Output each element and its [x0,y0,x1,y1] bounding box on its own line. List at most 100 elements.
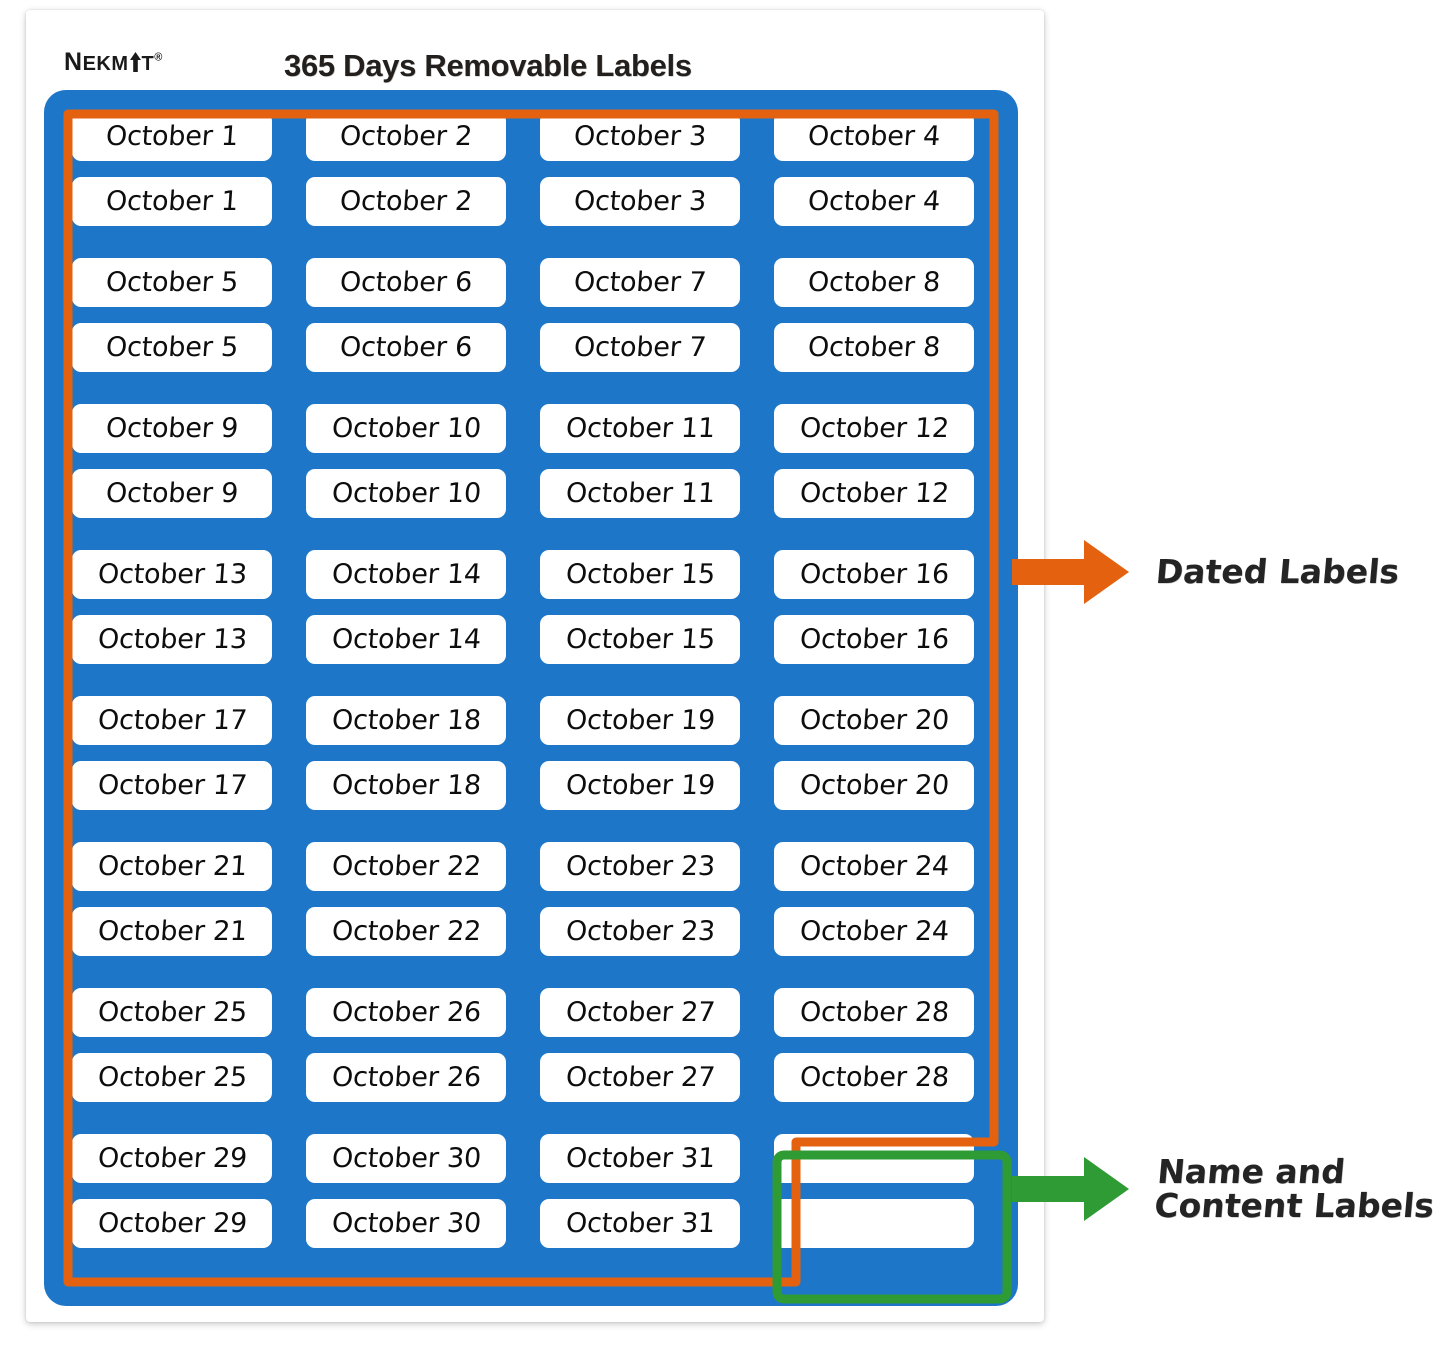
annotation-name-content-labels: Name and Content Labels [1012,1152,1438,1225]
date-label[interactable]: October 25 [72,1053,272,1102]
date-label[interactable]: October 18 [306,761,506,810]
date-label[interactable]: October 30 [306,1199,506,1248]
date-label[interactable]: October 3 [540,112,740,161]
label-text: October 30 [330,1208,482,1239]
date-label[interactable]: October 5 [72,258,272,307]
date-label[interactable]: October 7 [540,258,740,307]
date-label[interactable]: October 15 [540,615,740,664]
date-label[interactable]: October 11 [540,404,740,453]
date-label[interactable]: October 23 [540,842,740,891]
date-label[interactable]: October 7 [540,323,740,372]
label-row: October 5 October 6 October 7 October 8 [72,258,992,307]
date-label[interactable]: October 20 [774,761,974,810]
blank-label[interactable] [774,1134,974,1183]
date-label[interactable]: October 28 [774,1053,974,1102]
date-label[interactable]: October 28 [774,988,974,1037]
blank-label[interactable] [774,1199,974,1248]
label-text: October 16 [798,624,950,655]
label-text: October 15 [564,559,716,590]
date-label[interactable]: October 26 [306,1053,506,1102]
label-row: October 21 October 22 October 23 October 24 [72,842,992,891]
label-text: October 19 [564,705,716,736]
date-label[interactable]: October 21 [72,907,272,956]
date-label[interactable]: October 26 [306,988,506,1037]
date-label[interactable]: October 27 [540,988,740,1037]
label-block: October 21 October 22 October 23 October 24… [72,842,992,956]
date-label[interactable]: October 9 [72,404,272,453]
label-text: October 10 [330,413,482,444]
date-label[interactable]: October 11 [540,469,740,518]
label-text: October 31 [564,1208,716,1239]
date-label[interactable]: October 12 [774,404,974,453]
date-label[interactable]: October 23 [540,907,740,956]
label-text: October 27 [564,1062,716,1093]
label-row: October 9 October 10 October 11 October 12 [72,469,992,518]
date-label[interactable]: October 17 [72,761,272,810]
date-label[interactable]: October 29 [72,1134,272,1183]
date-label[interactable]: October 21 [72,842,272,891]
date-label[interactable]: October 13 [72,615,272,664]
date-label[interactable]: October 9 [72,469,272,518]
label-text: October 26 [330,997,482,1028]
date-label[interactable]: October 2 [306,112,506,161]
date-label[interactable]: October 4 [774,177,974,226]
date-label[interactable]: October 8 [774,323,974,372]
right-arrow-icon [1012,540,1129,604]
date-label[interactable]: October 10 [306,469,506,518]
date-label[interactable]: October 19 [540,696,740,745]
label-text: October 20 [798,770,950,801]
date-label[interactable]: October 30 [306,1134,506,1183]
date-label[interactable]: October 10 [306,404,506,453]
date-label[interactable]: October 24 [774,907,974,956]
label-row: October 29 October 30 October 31 [72,1134,992,1183]
label-text: October 18 [330,770,482,801]
date-label[interactable]: October 8 [774,258,974,307]
date-label[interactable]: October 24 [774,842,974,891]
date-label[interactable]: October 31 [540,1134,740,1183]
label-text: October 26 [330,1062,482,1093]
date-label[interactable]: October 5 [72,323,272,372]
page-title: 365 Days Removable Labels [284,48,692,83]
label-text: October 22 [330,916,482,947]
date-label[interactable]: October 22 [306,907,506,956]
date-label[interactable]: October 29 [72,1199,272,1248]
date-label[interactable]: October 22 [306,842,506,891]
label-row: October 25 October 26 October 27 October 28 [72,1053,992,1102]
date-label[interactable]: October 17 [72,696,272,745]
label-row: October 1 October 2 October 3 October 4 [72,177,992,226]
date-label[interactable]: October 3 [540,177,740,226]
date-label[interactable]: October 31 [540,1199,740,1248]
label-text: October 22 [330,851,482,882]
date-label[interactable]: October 16 [774,550,974,599]
date-label[interactable]: October 19 [540,761,740,810]
date-label[interactable]: October 1 [72,112,272,161]
annotation-dated-labels-line1: Dated Labels [1154,552,1401,592]
date-label[interactable]: October 6 [306,258,506,307]
label-text: October 3 [572,121,708,152]
date-label[interactable]: October 20 [774,696,974,745]
label-text: October 13 [96,559,248,590]
date-label[interactable]: October 4 [774,112,974,161]
date-label[interactable]: October 27 [540,1053,740,1102]
date-label[interactable]: October 18 [306,696,506,745]
date-label[interactable]: October 16 [774,615,974,664]
annotation-name-content-labels-text: Name and Content Labels [1153,1152,1438,1225]
date-label[interactable]: October 14 [306,615,506,664]
date-label[interactable]: October 25 [72,988,272,1037]
date-label[interactable]: October 14 [306,550,506,599]
date-label[interactable]: October 13 [72,550,272,599]
date-label[interactable]: October 6 [306,323,506,372]
label-text: October 2 [338,121,474,152]
label-text: October 14 [330,559,482,590]
label-text: October 8 [806,267,942,298]
date-label[interactable]: October 12 [774,469,974,518]
label-text: October 6 [338,332,474,363]
date-label[interactable]: October 1 [72,177,272,226]
label-text: October 3 [572,186,708,217]
label-text: October 9 [104,413,240,444]
date-label[interactable]: October 2 [306,177,506,226]
date-label[interactable]: October 15 [540,550,740,599]
